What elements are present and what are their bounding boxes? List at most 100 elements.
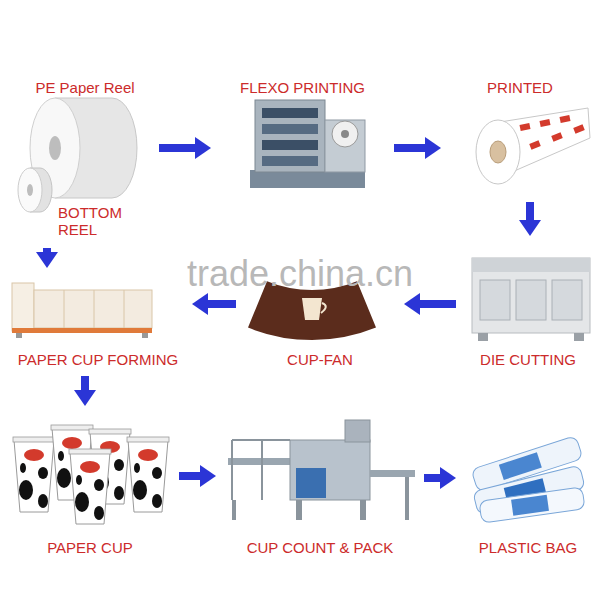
count-pack-machine-illustration-part xyxy=(290,440,370,500)
arrow-shaft xyxy=(424,474,441,482)
count-pack-machine-illustration-part xyxy=(296,500,302,520)
arrow-head xyxy=(195,137,211,159)
arrow-shaft xyxy=(419,300,456,308)
arrow-head xyxy=(519,220,541,236)
step-label: PAPER CUP FORMING xyxy=(18,351,178,368)
flexo-machine-illustration-part xyxy=(250,170,365,188)
die-cutting-machine-illustration-part xyxy=(478,333,488,341)
printed-roll-illustration-part xyxy=(490,141,506,163)
arrow-head xyxy=(74,390,96,406)
cup-forming-machine-illustration-part xyxy=(94,290,95,328)
bottom-reel-illustration-part xyxy=(18,168,42,212)
die-cutting-machine-illustration-part xyxy=(472,258,590,272)
product-step: PAPER CUP xyxy=(5,410,175,560)
count-pack-machine-illustration-part xyxy=(405,477,409,520)
paper-cups-illustration-part xyxy=(127,437,169,512)
flexo-machine-illustration-part xyxy=(262,124,318,134)
printed-roll-illustration-part xyxy=(529,140,541,149)
die-cutting-machine-illustration-part xyxy=(472,258,590,333)
flow-arrow xyxy=(424,467,456,489)
bottom-reel-illustration-part xyxy=(27,184,33,196)
die-cutting-machine-illustration-part xyxy=(516,280,546,320)
count-pack-machine-illustration xyxy=(228,420,415,520)
printed-roll-illustration-part xyxy=(573,124,585,133)
printed-roll-illustration-part xyxy=(476,120,520,184)
printed-roll-illustration xyxy=(476,108,590,184)
step-label: FLEXO PRINTING xyxy=(240,79,365,96)
step-label: CUP COUNT & PACK xyxy=(247,539,394,556)
process-step: PAPER CUP FORMING xyxy=(8,272,188,372)
plastic-bags-illustration-part xyxy=(511,495,549,516)
arrow-head xyxy=(192,293,208,315)
die-cutting-machine-illustration-part xyxy=(574,333,584,341)
arrow-shaft xyxy=(207,300,236,308)
flow-arrow xyxy=(519,202,541,236)
count-pack-machine-illustration-part xyxy=(228,458,292,465)
cup-forming-machine-illustration-part xyxy=(16,333,22,338)
flexo-machine-illustration-part xyxy=(341,130,349,138)
watermark: trade.china.cn xyxy=(160,256,440,292)
flow-arrow xyxy=(159,137,211,159)
flexo-machine-illustration-part xyxy=(262,156,318,166)
arrow-shaft xyxy=(159,144,196,152)
step-label: CUP-FAN xyxy=(287,351,353,368)
arrow-head xyxy=(200,465,216,487)
paper-cups-illustration xyxy=(13,425,169,524)
arrow-head xyxy=(440,467,456,489)
flexo-machine-illustration-part xyxy=(262,108,318,118)
plastic-bags-illustration-part xyxy=(479,487,585,523)
cup-forming-machine-illustration-part xyxy=(124,290,125,328)
flexo-machine-illustration-part xyxy=(332,121,358,147)
arrow-shaft xyxy=(394,144,426,152)
flexo-machine-illustration-part xyxy=(255,100,325,172)
flexo-machine-illustration-part xyxy=(325,120,365,172)
process-step: DIE CUTTING xyxy=(460,240,596,372)
arrow-shaft xyxy=(526,202,534,221)
cup-forming-machine-illustration-part xyxy=(12,283,34,331)
flow-arrow xyxy=(192,293,236,315)
printed-roll-illustration-part xyxy=(559,115,570,123)
printed-roll-illustration-part xyxy=(539,119,550,127)
flexo-machine-illustration xyxy=(250,100,365,188)
die-cutting-machine-illustration-part xyxy=(480,280,510,320)
bottom-reel-illustration xyxy=(18,168,52,212)
cup-forming-machine-illustration-part xyxy=(34,290,152,328)
arrow-shaft xyxy=(179,472,201,480)
process-step: CUP COUNT & PACK xyxy=(220,410,420,560)
step-label: PAPER CUP xyxy=(47,539,133,556)
flow-arrow xyxy=(74,376,96,406)
step-label: BOTTOM REEL xyxy=(58,204,131,238)
reel-step: PE Paper Reel xyxy=(15,75,155,198)
cup-forming-machine-illustration-part xyxy=(64,290,65,328)
count-pack-machine-illustration-part xyxy=(345,420,370,442)
cup-fan-illustration-part xyxy=(302,298,322,320)
count-pack-machine-illustration-part xyxy=(232,500,236,520)
count-pack-machine-illustration-part xyxy=(296,468,326,498)
cup-forming-machine-illustration-part xyxy=(142,333,148,338)
step-label: PE Paper Reel xyxy=(35,79,134,96)
paper-cups-illustration-part xyxy=(13,437,55,512)
printed-roll-illustration-part xyxy=(551,132,563,141)
die-cutting-machine-illustration xyxy=(472,258,590,341)
paper-cups-illustration-part xyxy=(69,449,111,524)
count-pack-machine-illustration-part xyxy=(360,500,366,520)
count-pack-machine-illustration-part xyxy=(232,439,290,441)
arrow-shaft xyxy=(81,376,89,391)
die-cutting-machine-illustration-part xyxy=(552,280,582,320)
flow-arrow xyxy=(394,137,441,159)
arrow-head xyxy=(425,137,441,159)
cup-forming-machine-illustration xyxy=(12,283,152,338)
flexo-machine-illustration-part xyxy=(262,140,318,150)
arrow-head xyxy=(36,252,58,268)
flow-arrow xyxy=(36,248,58,268)
cup-forming-machine-illustration-part xyxy=(12,328,152,333)
arrow-head xyxy=(404,293,420,315)
process-step: PRINTED xyxy=(445,75,595,198)
reel-step: BOTTOM REEL xyxy=(40,200,135,244)
product-step: PLASTIC BAG xyxy=(460,410,596,560)
step-label: DIE CUTTING xyxy=(480,351,576,368)
cup-fan-illustration-part xyxy=(321,303,326,313)
count-pack-machine-illustration-part xyxy=(231,440,233,500)
